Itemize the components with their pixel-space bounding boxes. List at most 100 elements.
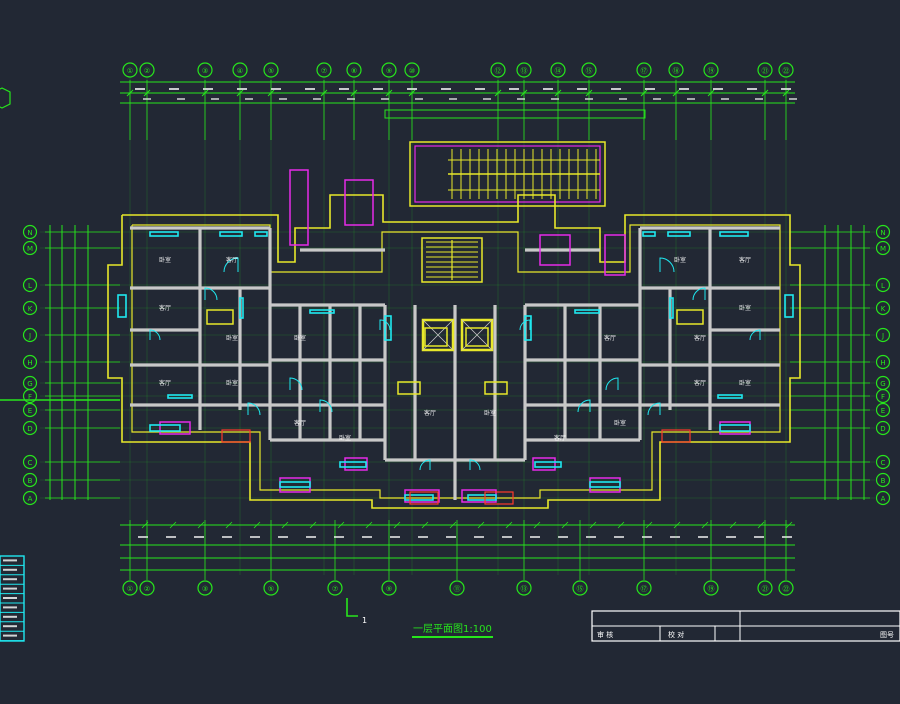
dimension-text-mark bbox=[278, 536, 288, 538]
window-opening bbox=[667, 231, 691, 237]
axis-label: ② bbox=[144, 67, 150, 75]
axis-bubble bbox=[703, 62, 719, 78]
dimension-text-mark bbox=[362, 536, 372, 538]
axis-label: A bbox=[881, 495, 886, 503]
section-mark-number: 1 bbox=[362, 616, 367, 625]
left-dimension-lines bbox=[0, 225, 120, 500]
window-opening bbox=[784, 294, 794, 318]
dimension-text-mark bbox=[687, 98, 695, 100]
legend-row-text-mark bbox=[3, 587, 17, 590]
axis-bubble bbox=[636, 62, 652, 78]
dimension-tick bbox=[421, 521, 429, 529]
legend-row-text-mark bbox=[3, 634, 17, 637]
axis-label: ⑲ bbox=[708, 67, 715, 75]
door-swing bbox=[379, 319, 391, 331]
window-opening bbox=[642, 231, 656, 237]
dimension-tick bbox=[505, 521, 513, 529]
room-label: 客厅 bbox=[159, 379, 171, 387]
axis-bubble bbox=[122, 580, 138, 596]
dimension-text-mark bbox=[611, 88, 621, 90]
axis-label: ① bbox=[127, 585, 133, 593]
stair-entry-marks bbox=[221, 429, 691, 505]
window-opening bbox=[524, 315, 532, 341]
window-opening bbox=[669, 297, 674, 319]
dimension-tick bbox=[757, 521, 765, 529]
legend-table bbox=[0, 555, 25, 642]
window-opening bbox=[719, 424, 751, 432]
axis-bubble bbox=[22, 454, 38, 470]
axis-bubble bbox=[875, 327, 891, 343]
axis-bubble bbox=[139, 62, 155, 78]
dimension-text-mark bbox=[313, 98, 321, 100]
dimension-text-mark bbox=[474, 536, 484, 538]
door-swing bbox=[223, 257, 239, 273]
magenta-fixtures bbox=[159, 169, 751, 503]
dimension-text-mark bbox=[747, 88, 757, 90]
dimension-text-mark bbox=[407, 88, 417, 90]
window-opening bbox=[384, 315, 392, 341]
axis-label: ㉑ bbox=[762, 67, 769, 75]
door-swing bbox=[749, 329, 761, 341]
axis-label: ⑦ bbox=[332, 585, 338, 593]
room-label: 卧室 bbox=[226, 379, 238, 387]
axis-bubble bbox=[22, 472, 38, 488]
door-swing bbox=[149, 329, 161, 341]
window-opening bbox=[339, 461, 367, 468]
axis-bubble bbox=[122, 62, 138, 78]
room-label: 卧室 bbox=[159, 256, 171, 264]
door-swing bbox=[204, 287, 218, 301]
axis-bubble bbox=[197, 580, 213, 596]
hexagon-marker-icon bbox=[0, 87, 11, 109]
dimension-tick bbox=[225, 521, 233, 529]
dimension-tick bbox=[365, 521, 373, 529]
dimension-tick bbox=[477, 521, 485, 529]
legend-row-text-mark bbox=[3, 597, 17, 599]
axis-label: ④ bbox=[237, 67, 243, 75]
dimension-text-mark bbox=[754, 536, 764, 538]
axis-bubble bbox=[263, 580, 279, 596]
axis-bubble bbox=[381, 62, 397, 78]
axis-label: C bbox=[28, 459, 33, 467]
dimension-text-mark bbox=[713, 88, 723, 90]
axis-bubble bbox=[22, 388, 38, 404]
axis-label: ⑮ bbox=[586, 67, 593, 75]
dimension-text-mark bbox=[306, 536, 316, 538]
legend-row-text-mark bbox=[3, 615, 17, 618]
axis-bubble bbox=[22, 327, 38, 343]
door-swing bbox=[577, 399, 591, 413]
axis-label: L bbox=[881, 282, 885, 290]
axis-bubble bbox=[22, 224, 38, 240]
central-stair bbox=[421, 237, 483, 283]
axis-label: ⑬ bbox=[521, 585, 528, 593]
room-label: 卧室 bbox=[339, 434, 351, 442]
axis-label: J bbox=[881, 332, 884, 340]
axis-label: ⑰ bbox=[641, 585, 648, 593]
dimension-text-mark bbox=[415, 98, 423, 100]
room-label: 卧室 bbox=[739, 304, 751, 312]
dimension-tick bbox=[253, 521, 261, 529]
axis-bubble bbox=[327, 580, 343, 596]
dimension-text-mark bbox=[577, 88, 587, 90]
dimension-text-mark bbox=[670, 536, 680, 538]
window-opening bbox=[589, 481, 621, 488]
axis-bubble bbox=[516, 580, 532, 596]
dimension-tick bbox=[141, 521, 149, 529]
dimension-text-mark bbox=[782, 536, 792, 538]
axis-label: N bbox=[880, 229, 885, 237]
axis-bubble bbox=[550, 62, 566, 78]
axis-label: ⑰ bbox=[641, 67, 648, 75]
axis-label: B bbox=[28, 477, 33, 485]
axis-label: ③ bbox=[202, 585, 208, 593]
axis-bubble bbox=[139, 580, 155, 596]
room-label: 客厅 bbox=[604, 334, 616, 342]
dimension-tick bbox=[337, 521, 345, 529]
room-label: 客厅 bbox=[424, 409, 436, 417]
axis-bubble bbox=[22, 300, 38, 316]
axis-label: ③ bbox=[202, 67, 208, 75]
door-swings bbox=[149, 257, 761, 471]
axis-label: L bbox=[28, 282, 32, 290]
dimension-text-mark bbox=[619, 98, 627, 100]
